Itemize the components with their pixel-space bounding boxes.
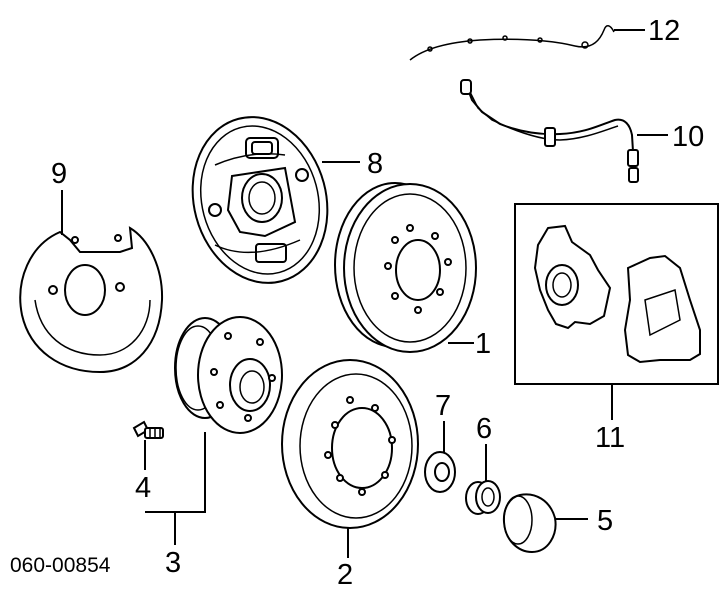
part-10-brake-hose [460,79,639,183]
part-6-nut [465,480,501,515]
part-1-brake-drum [334,182,477,353]
part-2-brake-disc [281,359,419,529]
callout-1: 1 [475,328,491,360]
part-4-hub-bolt [132,420,164,439]
callout-7: 7 [435,390,451,422]
callout-3: 3 [165,547,181,579]
callout-10: 10 [672,121,704,153]
callout-9: 9 [51,158,67,190]
callout-12: 12 [648,15,680,47]
reference-code: 060-00854 [10,554,111,577]
part-9-dust-shield [19,226,164,374]
callout-labels: 1 2 3 4 5 6 7 8 9 10 11 12 [51,15,704,591]
part-12-sensor-wire [409,25,615,61]
part-3-hub-assembly [174,316,283,434]
callout-5: 5 [597,505,613,537]
leader-lines [61,29,668,558]
callout-6: 6 [476,413,492,445]
callout-11: 11 [595,422,625,454]
part-5-grease-cap [502,493,557,554]
part-8-backing-plate [191,116,329,284]
callout-2: 2 [337,559,353,591]
part-7-washer [424,451,456,493]
part-11-caliper-box [514,203,719,385]
callout-8: 8 [367,148,383,180]
callout-4: 4 [135,472,151,504]
